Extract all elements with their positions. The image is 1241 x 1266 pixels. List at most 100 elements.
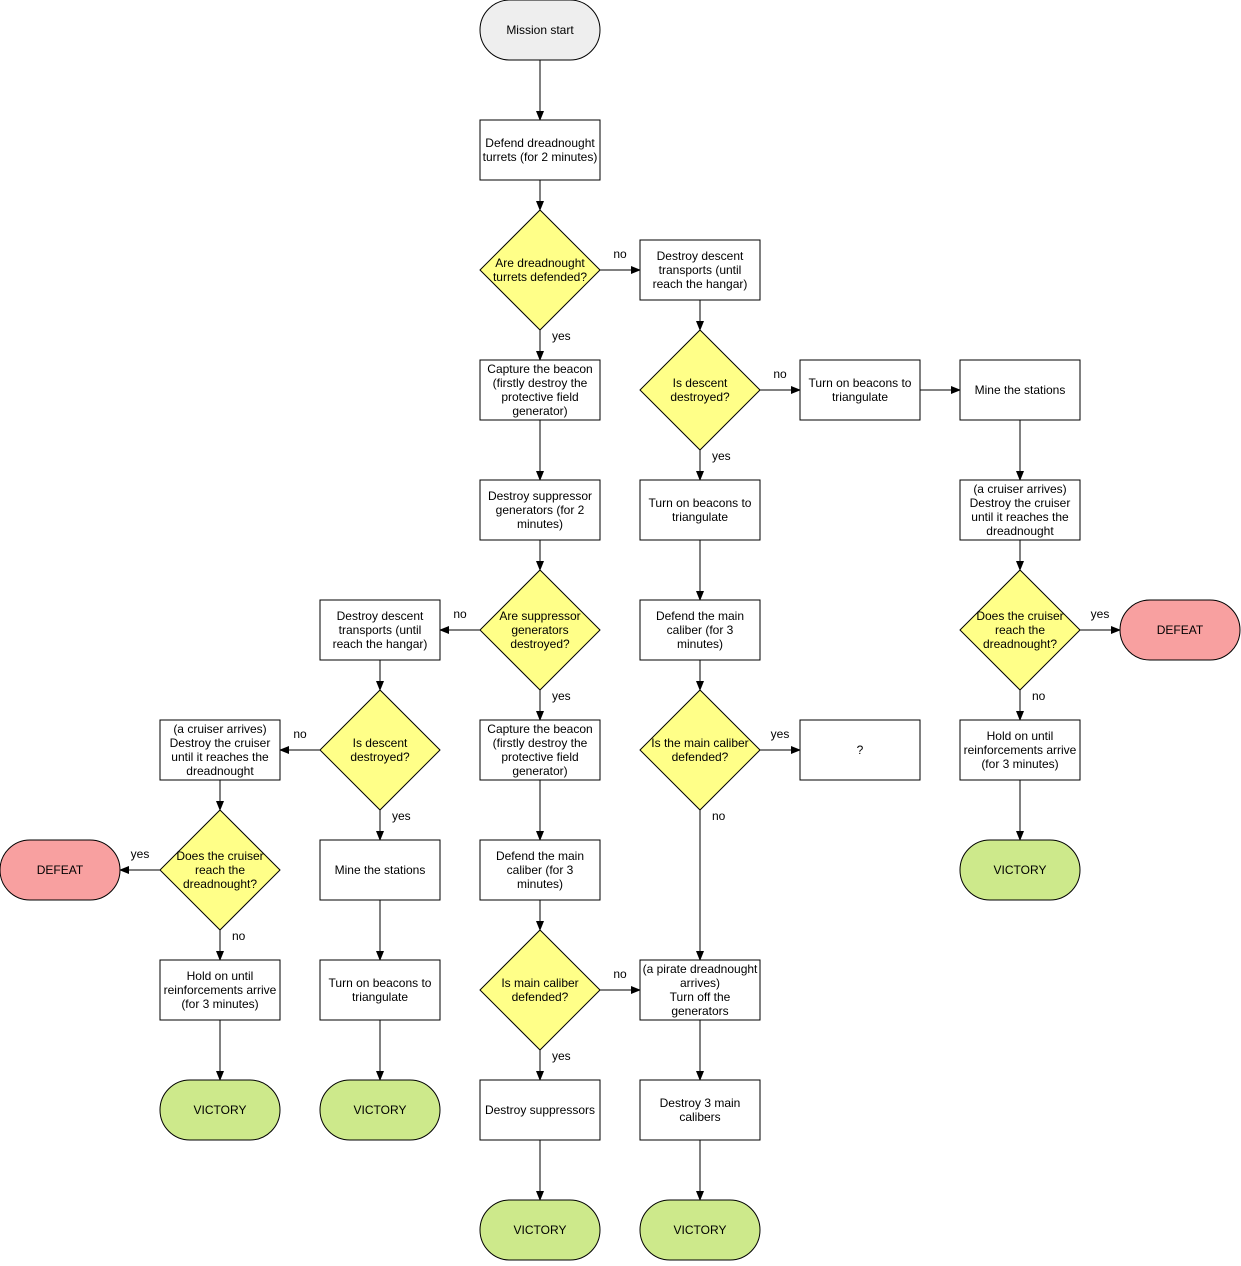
node-cruiser-left: (a cruiser arrives)Destroy the cruiserun… — [159, 719, 281, 781]
victory-terminal — [479, 1199, 601, 1261]
node-text-line: triangulate — [672, 510, 728, 524]
node-text-line: Turn off the — [670, 990, 731, 1004]
node-text-line: (a cruiser arrives) — [973, 482, 1066, 496]
node-text-line: defended? — [512, 990, 569, 1004]
node-text-line: transports (until — [659, 263, 742, 277]
node-text-line: destroyed? — [350, 750, 410, 764]
node-text-line: Turn on beacons to — [329, 976, 432, 990]
node-victory-mid: VICTORY — [639, 1199, 761, 1261]
node-text-line: until it reaches the — [971, 510, 1069, 524]
node-defeat-right: DEFEAT — [1119, 599, 1241, 661]
edge-label-no: no — [613, 967, 627, 981]
node-text-line: reach the hangar) — [333, 637, 428, 651]
edge-q_descent_right-to-beacons_mid: yes — [696, 449, 731, 481]
process-box — [639, 599, 761, 661]
node-text-line: calibers — [679, 1110, 720, 1124]
process-box — [479, 359, 601, 421]
node-text-line: reinforcements arrive — [964, 743, 1077, 757]
node-text-line: Destroy the cruiser — [970, 496, 1071, 510]
node-text-line: defended? — [672, 750, 729, 764]
node-text-line: Does the cruiser — [176, 849, 263, 863]
node-text-line: generator) — [512, 404, 567, 418]
edge-label-yes: yes — [771, 727, 790, 741]
node-text-line: DEFEAT — [1157, 623, 1204, 637]
node-text-line: caliber (for 3 — [667, 623, 734, 637]
edge-q_cruiser_left-to-hold_left: no — [216, 929, 246, 961]
node-text-line: (for 3 minutes) — [181, 997, 258, 1011]
process-box — [959, 479, 1081, 541]
edge-label-no: no — [232, 929, 246, 943]
node-capture-beacon-2: Capture the beacon(firstly destroy thepr… — [479, 719, 601, 781]
node-text-line: reinforcements arrive — [164, 983, 277, 997]
edge-q_caliber_right-to-unknown: yes — [760, 727, 801, 754]
process-box — [799, 359, 921, 421]
process-box — [639, 1079, 761, 1141]
node-text-line: VICTORY — [354, 1103, 407, 1117]
node-text-line: (a cruiser arrives) — [173, 722, 266, 736]
decision-diamond — [479, 209, 601, 331]
node-text-line: until it reaches the — [171, 750, 269, 764]
edge-label-no: no — [453, 607, 467, 621]
edge-q_suppressor-to-capture_beacon_2: yes — [536, 689, 571, 721]
node-text-line: turrets defended? — [493, 270, 587, 284]
process-box — [159, 719, 281, 781]
node-text-line: Defend the main — [496, 849, 584, 863]
node-text-line: generators — [511, 623, 568, 637]
decision-diamond — [959, 569, 1081, 691]
process-box — [319, 599, 441, 661]
node-text-line: VICTORY — [514, 1223, 567, 1237]
edge-label-yes: yes — [712, 449, 731, 463]
node-text-line: reach the hangar) — [653, 277, 748, 291]
node-text-line: dreadnought — [186, 764, 254, 778]
decision-diamond — [639, 689, 761, 811]
node-text-line: Turn on beacons to — [649, 496, 752, 510]
node-text-line: Is the main caliber — [651, 736, 748, 750]
node-text-line: minutes) — [517, 877, 563, 891]
edge-label-yes: yes — [131, 847, 150, 861]
node-mine-right: Mine the stations — [959, 359, 1081, 421]
process-box — [479, 119, 601, 181]
process-box — [639, 959, 761, 1021]
node-text-line: minutes) — [677, 637, 723, 651]
node-text-line: Does the cruiser — [976, 609, 1063, 623]
node-text-line: Hold on until — [187, 969, 254, 983]
defeat-terminal — [0, 839, 121, 901]
node-text-line: Destroy descent — [337, 609, 424, 623]
node-text-line: Destroy 3 main — [660, 1096, 741, 1110]
edge-label-yes: yes — [1091, 607, 1110, 621]
node-text-line: Destroy the cruiser — [170, 736, 271, 750]
edge-q_cruiser_left-to-defeat_left: yes — [119, 847, 160, 874]
edge-q_turrets-to-destroy_transports_right: no — [600, 247, 641, 274]
node-text-line: Mission start — [506, 23, 574, 37]
edge-q_descent_right-to-beacons_right: no — [760, 367, 801, 394]
node-mine-left: Mine the stations — [319, 839, 441, 901]
process-box — [479, 839, 601, 901]
edge-q_cruiser_right-to-defeat_right: yes — [1080, 607, 1121, 634]
edge-label-yes: yes — [552, 689, 571, 703]
node-text-line: Destroy suppressors — [485, 1103, 595, 1117]
decision-diamond — [479, 929, 601, 1051]
node-text-line: Are suppressor — [499, 609, 580, 623]
node-text-line: Are dreadnought — [495, 256, 585, 270]
node-text-line: generators (for 2 — [496, 503, 585, 517]
process-box — [159, 959, 281, 1021]
node-victory-right: VICTORY — [959, 839, 1081, 901]
node-text-line: VICTORY — [674, 1223, 727, 1237]
victory-terminal — [639, 1199, 761, 1261]
edge-label-yes: yes — [552, 329, 571, 343]
edge-label-no: no — [1032, 689, 1046, 703]
